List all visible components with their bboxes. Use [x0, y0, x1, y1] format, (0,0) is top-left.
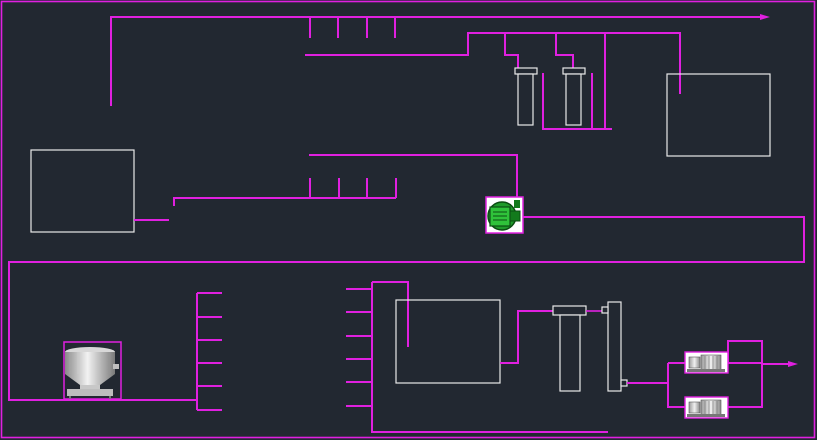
tank-outlet-pipe — [500, 310, 556, 364]
centrifugal-pump-icon — [485, 196, 524, 234]
lower-middle-manifold — [346, 281, 608, 433]
middle-manifold-pipe — [134, 154, 518, 221]
filter-column-2 — [562, 67, 586, 126]
top-flow-arrow — [760, 14, 770, 20]
storage-tank-right — [666, 73, 771, 157]
vertical-vessel — [601, 301, 628, 392]
pump-discharge-pipe — [8, 216, 805, 401]
separation-column — [552, 305, 602, 392]
motor-pump-icon — [684, 396, 729, 419]
motor-pump-icon — [684, 351, 729, 374]
lower-left-manifold — [196, 292, 222, 411]
reaction-tank — [395, 299, 501, 384]
upper-manifold-pipe — [305, 32, 681, 130]
filter-column-1 — [514, 67, 538, 126]
top-header-pipe — [110, 14, 770, 106]
storage-tank-left — [30, 149, 135, 233]
mixing-tank-icon — [63, 341, 122, 400]
outlet-flow-arrow — [788, 361, 798, 367]
